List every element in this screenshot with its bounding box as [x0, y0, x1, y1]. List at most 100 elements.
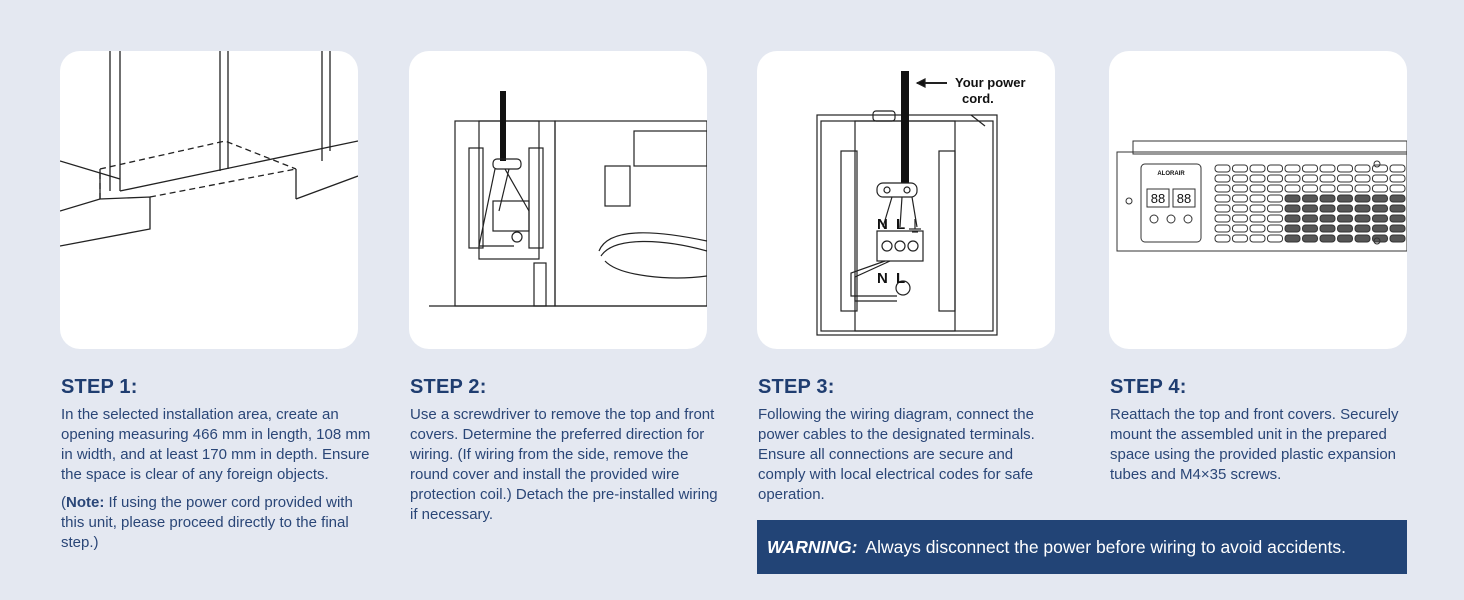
step-1-note: (Note: If using the power cord provided …: [61, 493, 371, 553]
vent-slot: [1389, 214, 1406, 223]
vent-slot: [1232, 224, 1248, 233]
step-2-body: Use a screwdriver to remove the top and …: [410, 406, 718, 523]
vent-slot: [1389, 194, 1406, 203]
assembled-unit-drawing: ALORAIR 88 88: [1116, 140, 1407, 252]
step-3-illustration: Your power cord. N L N L: [757, 51, 1055, 349]
vent-slot: [1232, 164, 1248, 173]
vent-slot: [1302, 224, 1318, 233]
vent-slot: [1232, 234, 1248, 243]
note-label: Note:: [66, 494, 105, 511]
vent-slot: [1372, 204, 1388, 213]
vent-slot: [1389, 224, 1406, 233]
step-1: STEP 1: In the selected installation are…: [61, 376, 371, 553]
vent-slot: [1249, 164, 1266, 173]
step-2: STEP 2: Use a screwdriver to remove the …: [410, 376, 720, 525]
vent-slot: [1372, 224, 1388, 233]
vent-slot: [1354, 184, 1371, 193]
vent-slot: [1214, 214, 1231, 223]
vent-slot: [1319, 174, 1336, 183]
vent-slot: [1389, 174, 1406, 183]
vent-slot: [1372, 174, 1388, 183]
note-text: If using the power cord provided with th…: [61, 494, 353, 551]
terminal-l-label: L: [896, 216, 905, 233]
display-right: 88: [1177, 191, 1191, 206]
brand-logo-text: ALORAIR: [1157, 171, 1185, 177]
step-4: STEP 4: Reattach the top and front cover…: [1110, 376, 1410, 485]
vent-slot: [1354, 234, 1371, 243]
vent-slot: [1284, 194, 1301, 203]
vent-slot: [1214, 204, 1231, 213]
vent-slot: [1354, 214, 1371, 223]
step-4-body: Reattach the top and front covers. Secur…: [1110, 406, 1399, 483]
vent-slot: [1319, 184, 1336, 193]
vent-slot: [1249, 224, 1266, 233]
wall-opening-drawing: [60, 51, 358, 247]
vent-slot: [1249, 174, 1266, 183]
warning-text: Always disconnect the power before wirin…: [865, 536, 1346, 557]
step-2-illustration: [409, 51, 707, 349]
vent-slot: [1232, 214, 1248, 223]
ground-icon: [909, 219, 921, 233]
step-1-body: In the selected installation area, creat…: [61, 406, 371, 483]
vent-slot: [1267, 224, 1283, 233]
vent-slot: [1267, 214, 1283, 223]
callout-line-2: cord.: [962, 91, 994, 106]
vent-slot: [1249, 204, 1266, 213]
step-2-title: STEP 2:: [410, 376, 487, 398]
vent-slot: [1302, 164, 1318, 173]
vent-slot: [1319, 164, 1336, 173]
note-paren: (: [61, 494, 66, 511]
vent-slot: [1337, 214, 1353, 223]
vent-slot: [1302, 204, 1318, 213]
terminal-l-label-lower: L: [896, 270, 905, 287]
vent-slot: [1302, 174, 1318, 183]
vent-slot: [1319, 224, 1336, 233]
step-4-illustration: ALORAIR 88 88: [1109, 51, 1407, 349]
vent-slot: [1302, 194, 1318, 203]
vent-grille: [1214, 164, 1406, 243]
vent-slot: [1267, 174, 1283, 183]
step-3-body: Following the wiring diagram, connect th…: [758, 406, 1035, 503]
vent-slot: [1354, 164, 1371, 173]
vent-slot: [1372, 194, 1388, 203]
vent-slot: [1372, 214, 1388, 223]
unit-open-covers-drawing: [429, 91, 707, 307]
vent-slot: [1284, 234, 1301, 243]
vent-slot: [1337, 204, 1353, 213]
vent-slot: [1284, 224, 1301, 233]
vent-slot: [1389, 204, 1406, 213]
vent-slot: [1389, 234, 1406, 243]
vent-slot: [1214, 224, 1231, 233]
vent-slot: [1232, 194, 1248, 203]
vent-slot: [1284, 204, 1301, 213]
vent-slot: [1284, 214, 1301, 223]
vent-slot: [1267, 234, 1283, 243]
step-4-title: STEP 4:: [1110, 376, 1187, 398]
vent-slot: [1337, 184, 1353, 193]
vent-slot: [1337, 174, 1353, 183]
vent-slot: [1249, 234, 1266, 243]
vent-slot: [1214, 174, 1231, 183]
vent-slot: [1214, 184, 1231, 193]
vent-slot: [1267, 204, 1283, 213]
vent-slot: [1319, 234, 1336, 243]
display-left: 88: [1151, 191, 1165, 206]
terminal-n-label-lower: N: [877, 270, 888, 287]
vent-slot: [1214, 194, 1231, 203]
vent-slot: [1267, 184, 1283, 193]
vent-slot: [1267, 194, 1283, 203]
vent-slot: [1337, 164, 1353, 173]
vent-slot: [1354, 194, 1371, 203]
vent-slot: [1319, 194, 1336, 203]
vent-slot: [1284, 174, 1301, 183]
vent-slot: [1389, 184, 1406, 193]
vent-slot: [1372, 184, 1388, 193]
vent-slot: [1284, 164, 1301, 173]
vent-slot: [1249, 214, 1266, 223]
terminal-n-label: N: [877, 216, 888, 233]
step-3-title: STEP 3:: [758, 376, 835, 398]
warning-label: WARNING:: [767, 536, 858, 557]
vent-slot: [1389, 164, 1406, 173]
step-1-title: STEP 1:: [61, 376, 138, 398]
vent-slot: [1249, 184, 1266, 193]
